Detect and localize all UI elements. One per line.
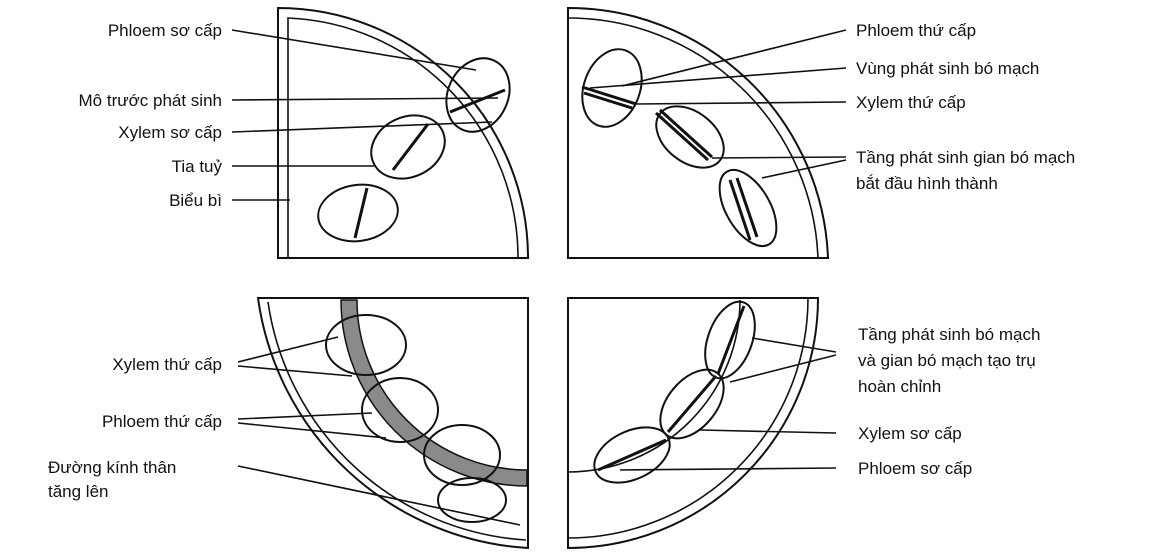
- vascular-bundle: [314, 180, 401, 247]
- epidermis-layer: [288, 18, 518, 258]
- label-primary-phloem: Phloem sơ cấp: [858, 459, 972, 478]
- label-secondary-xylem: Xylem thứ cấp: [856, 93, 966, 112]
- stem-outline-top-left: [278, 8, 528, 258]
- label-primary-xylem: Xylem sơ cấp: [118, 123, 222, 142]
- quadrant-top-left: Phloem sơ cấp Mô trước phát sinh Xylem s…: [79, 8, 528, 258]
- label-pith-ray: Tia tuỷ: [172, 157, 223, 176]
- label-primary-phloem: Phloem sơ cấp: [108, 21, 222, 40]
- vascular-bundle: [645, 94, 736, 180]
- label-secondary-phloem: Phloem thứ cấp: [102, 412, 222, 431]
- label-interfascicular-cambium: Tầng phát sinh gian bó mạch: [856, 148, 1075, 167]
- vascular-bundle: [696, 295, 765, 385]
- quadrant-bottom-left: Xylem thứ cấp Phloem thứ cấp Đường kính …: [48, 298, 528, 548]
- label-secondary-xylem: Xylem thứ cấp: [112, 355, 222, 374]
- label-interfascicular-cambium-line2: bắt đầu hình thành: [856, 174, 998, 193]
- label-complete-cambium-line3: hoàn chỉnh: [858, 377, 941, 396]
- vascular-bundle: [435, 48, 521, 142]
- label-stem-diameter-line2: tăng lên: [48, 482, 109, 501]
- stem-outline-bottom-right: [568, 298, 818, 548]
- label-primary-xylem: Xylem sơ cấp: [858, 424, 962, 443]
- label-vascular-cambium-zone: Vùng phát sinh bó mạch: [856, 59, 1039, 78]
- label-stem-diameter: Đường kính thân: [48, 458, 176, 477]
- label-complete-cambium: Tầng phát sinh bó mạch: [858, 325, 1040, 344]
- quadrant-bottom-right: Tầng phát sinh bó mạch và gian bó mạch t…: [568, 295, 1040, 548]
- vascular-bundle: [648, 358, 736, 450]
- label-complete-cambium-line2: và gian bó mạch tạo trụ: [858, 351, 1036, 370]
- vascular-bundle: [361, 104, 455, 190]
- stem-outline-top-right: [568, 8, 828, 258]
- label-epidermis: Biểu bì: [169, 191, 222, 210]
- vascular-bundle: [572, 41, 652, 135]
- label-secondary-phloem: Phloem thứ cấp: [856, 21, 976, 40]
- epidermis-layer: [568, 298, 808, 538]
- label-procambium: Mô trước phát sinh: [79, 91, 222, 110]
- quadrant-top-right: Phloem thứ cấp Vùng phát sinh bó mạch Xy…: [568, 8, 1075, 258]
- vascular-bundle: [586, 416, 679, 493]
